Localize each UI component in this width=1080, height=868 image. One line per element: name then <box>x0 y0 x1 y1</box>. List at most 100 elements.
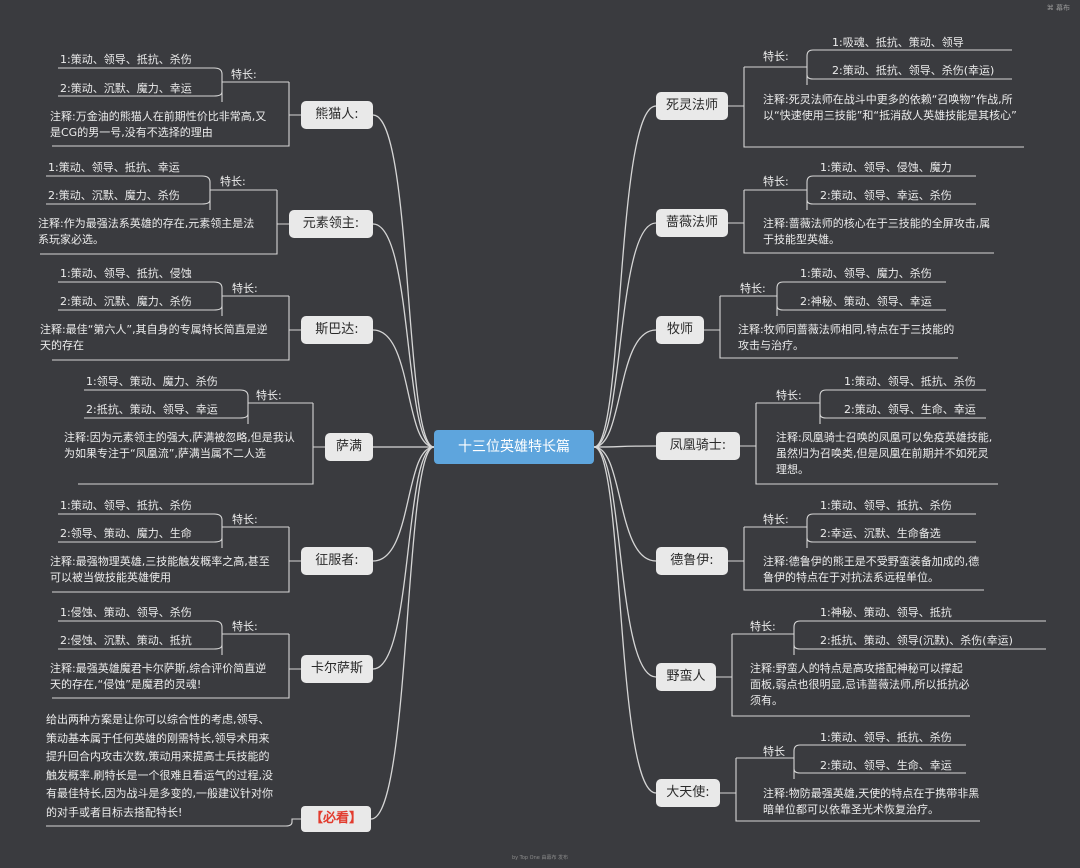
opt2-line-elemental <box>46 199 211 205</box>
opt2-line-shaman <box>84 413 249 419</box>
connector-druid <box>593 446 657 562</box>
elemental-option-2: 2:策动、沉默、魔力、杀伤 <box>48 189 180 202</box>
opt1-line-sparta <box>58 281 223 289</box>
node-archangel[interactable]: 大天使: <box>656 779 720 807</box>
node-rose-mage[interactable]: 蔷薇法师 <box>656 209 728 237</box>
bracket-conqueror <box>52 527 301 593</box>
druid-option-2: 2:幸运、沉默、生命备选 <box>820 527 941 540</box>
phoenix-option-1: 1:策动、领导、抵抗、杀伤 <box>844 375 976 388</box>
bracket-elemental <box>40 190 289 255</box>
phoenix-note: 注释:凤凰骑士召唤的凤凰可以免疫英雄技能,虽然归为召唤类,但是凤凰在前期并不如死… <box>776 431 993 476</box>
conqueror-option-2: 2:领导、策动、魔力、生命 <box>60 527 192 540</box>
elemental-option-1: 1:策动、领导、抵抗、幸运 <box>48 161 180 174</box>
trait-label-druid: 特长: <box>763 513 789 526</box>
kersas-option-1: 1:侵蚀、策动、领导、杀伤 <box>60 606 192 619</box>
phoenix-option-2: 2:策动、领导、生命、幸运 <box>844 403 976 416</box>
connector-phoenix <box>593 445 657 448</box>
shaman-option-1: 1:领导、策动、魔力、杀伤 <box>86 375 218 388</box>
priest-option-2: 2:神秘、策动、领导、幸运 <box>800 295 932 308</box>
must-read-node[interactable]: 【必看】 <box>301 806 371 832</box>
trait-line-sparta <box>221 288 289 316</box>
bracket-shaman <box>78 403 325 485</box>
rose-note: 注释:蔷薇法师的核心在于三技能的全屏攻击,属于技能型英雄。 <box>763 217 991 246</box>
priest-option-1: 1:策动、领导、魔力、杀伤 <box>800 267 932 280</box>
druid-note: 注释:德鲁伊的熊王是不受野蛮装备加成的,德鲁伊的特点在于对抗法系远程单位。 <box>763 555 980 584</box>
trait-label-necro: 特长: <box>763 50 789 63</box>
bracket-angel <box>720 758 980 822</box>
node-necromancer[interactable]: 死灵法师 <box>656 92 728 120</box>
opt1-line-panda <box>58 67 223 75</box>
opt2-line-panda <box>58 91 223 97</box>
trait-line-conqueror <box>221 520 289 548</box>
trait-line-rose <box>744 182 808 210</box>
angel-note: 注释:物防最强英雄,天使的特点在于携带非黑暗单位都可以依靠圣光术恢复治疗。 <box>763 787 980 816</box>
node-conqueror[interactable]: 征服者: <box>301 547 373 575</box>
connector-rose <box>593 222 657 448</box>
trait-label-kersas: 特长: <box>232 620 258 633</box>
connector-necro <box>593 105 657 448</box>
sparta-option-2: 2:策动、沉默、魔力、杀伤 <box>60 295 192 308</box>
bracket-panda <box>52 82 301 147</box>
connector-sparta <box>372 329 435 448</box>
bracket-sparta <box>52 296 301 361</box>
opt1-line-priest <box>776 281 946 289</box>
node-sparta[interactable]: 斯巴达: <box>301 316 373 344</box>
node-phoenix-knight[interactable]: 凤凰骑士: <box>656 432 740 460</box>
trait-label-sparta: 特长: <box>232 282 258 295</box>
trait-line-priest <box>720 288 778 316</box>
node-kersas[interactable]: 卡尔萨斯 <box>301 655 373 683</box>
opt1-line-barbarian <box>793 620 1046 628</box>
node-panda[interactable]: 熊猫人: <box>301 101 373 129</box>
bracket-kersas <box>52 634 301 699</box>
shaman-note: 注释:因为元素领主的强大,萨满被忽略,但是我认为如果专注于“凤凰流”,萨满当属不… <box>64 431 295 460</box>
opt1-line-druid <box>806 513 976 521</box>
trait-line-shaman <box>247 396 313 424</box>
trait-line-necro <box>744 56 808 85</box>
rose-option-2: 2:策动、领导、幸运、杀伤 <box>820 189 952 202</box>
connector-panda <box>372 114 435 448</box>
kersas-note: 注释:最强英雄魔君卡尔萨斯,综合评价简直逆天的存在,“侵蚀”是魔君的灵魂! <box>50 662 267 691</box>
opt2-line-priest <box>776 305 946 311</box>
trait-label-priest: 特长: <box>740 282 766 295</box>
opt2-line-sparta <box>58 305 223 311</box>
barbarian-note: 注释:野蛮人的特点是高攻搭配神秘可以撑起面板,弱点也很明显,忌讳蔷薇法师,所以抵… <box>750 662 970 707</box>
opt2-line-phoenix <box>819 413 986 419</box>
opt2-line-necro <box>806 74 1012 80</box>
mubu-logo: ⌘ 幕布 <box>1046 4 1070 12</box>
trait-line-angel <box>736 751 795 779</box>
connector-kersas <box>372 446 435 670</box>
root-topic[interactable]: 十三位英雄特长篇 <box>434 430 594 464</box>
bracket-druid <box>728 527 984 591</box>
trait-line-panda <box>221 74 289 102</box>
opt1-line-elemental <box>46 175 211 183</box>
trait-label-elemental: 特长: <box>220 175 246 188</box>
node-druid[interactable]: 德鲁伊: <box>656 547 728 575</box>
angel-option-2: 2:策动、领导、生命、幸运 <box>820 759 952 772</box>
elemental-note: 注释:作为最强法系英雄的存在,元素领主是法系玩家必选。 <box>38 217 255 246</box>
sparta-note: 注释:最佳“第六人”,其自身的专属特长简直是逆天的存在 <box>40 323 268 352</box>
rose-option-1: 1:策动、领导、侵蚀、魔力 <box>820 161 952 174</box>
connector-must <box>370 446 435 820</box>
trait-label-panda: 特长: <box>231 68 257 81</box>
node-shaman[interactable]: 萨满 <box>325 433 373 461</box>
opt1-line-phoenix <box>819 389 986 397</box>
opt1-line-necro <box>806 49 1012 57</box>
node-elemental-lord[interactable]: 元素领主: <box>289 210 373 238</box>
necro-option-2: 2:策动、抵抗、领导、杀伤(幸运) <box>832 64 995 77</box>
connector-elemental <box>372 223 435 448</box>
trait-label-rose: 特长: <box>763 175 789 188</box>
trait-label-phoenix: 特长: <box>776 389 802 402</box>
panda-option-2: 2:策动、沉默、魔力、幸运 <box>60 82 192 95</box>
bracket-priest <box>704 296 958 359</box>
node-priest[interactable]: 牧师 <box>656 316 704 344</box>
connector-conqueror <box>372 446 435 562</box>
trait-line-barbarian <box>732 627 795 655</box>
trait-line-kersas <box>221 627 289 655</box>
node-barbarian[interactable]: 野蛮人 <box>656 663 716 691</box>
bracket-summary <box>46 818 301 827</box>
trait-label-barbarian: 特长: <box>750 620 776 633</box>
kersas-option-2: 2:侵蚀、沉默、策动、抵抗 <box>60 634 192 647</box>
priest-note: 注释:牧师同蔷薇法师相同,特点在于三技能的攻击与治疗。 <box>738 323 955 352</box>
opt1-line-kersas <box>58 620 223 628</box>
